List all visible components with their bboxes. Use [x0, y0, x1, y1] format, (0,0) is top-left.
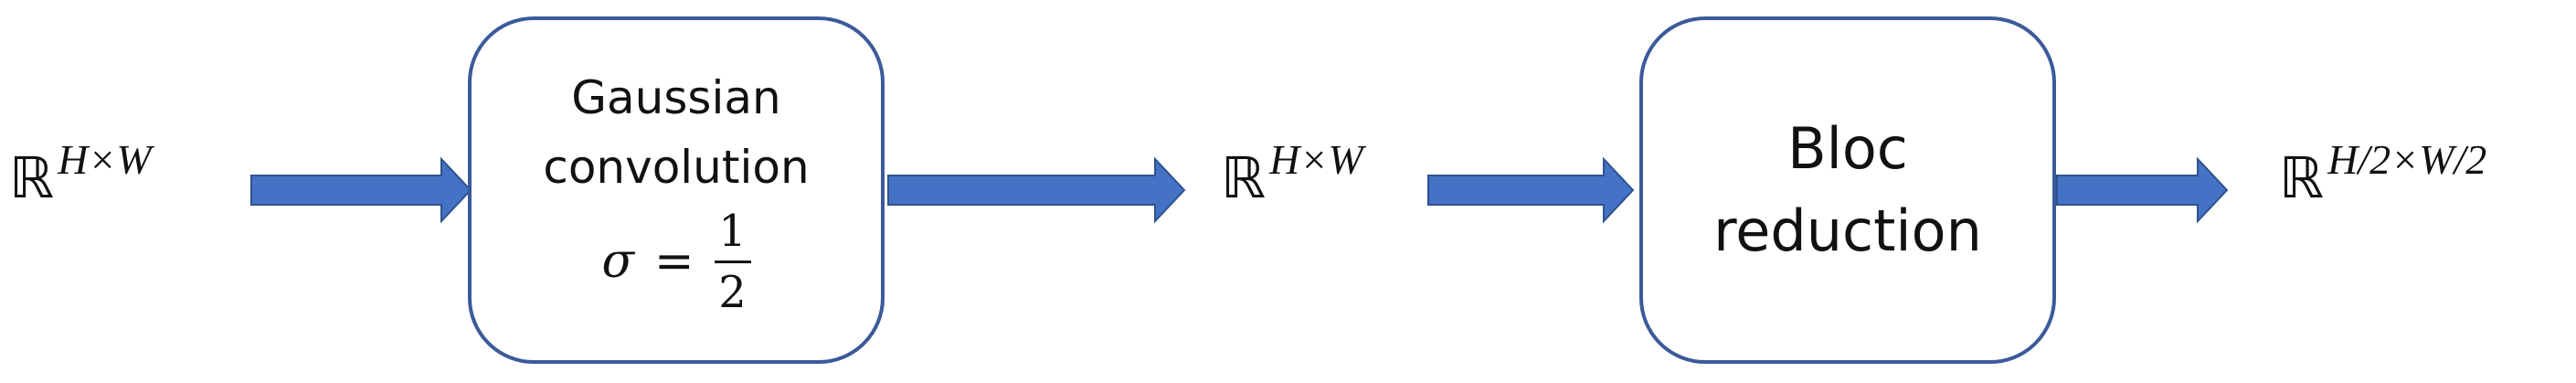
- arrow-middle-to-bloc: [1427, 156, 1635, 224]
- arrow-gaussian-to-middle: [887, 156, 1186, 224]
- bloc-reduction-box: Bloc reduction: [1639, 16, 2056, 364]
- input-label-base: ℝ: [9, 144, 55, 211]
- bloc-box-line2: reduction: [1713, 197, 1982, 264]
- arrow-input-to-gaussian: [250, 156, 472, 224]
- fraction-denominator: 2: [718, 266, 747, 318]
- output-label-exponent: H/2×W/2: [2327, 136, 2487, 183]
- output-label: ℝH/2×W/2: [2279, 135, 2486, 211]
- input-label: ℝH×W: [9, 135, 152, 211]
- gaussian-box-line2: convolution: [543, 140, 810, 194]
- fraction-bar: [714, 260, 751, 263]
- gaussian-convolution-box: Gaussian convolution σ = 1 2: [468, 16, 885, 364]
- middle-label-base: ℝ: [1221, 144, 1267, 211]
- gaussian-box-line1: Gaussian: [571, 70, 781, 124]
- output-label-base: ℝ: [2279, 144, 2325, 211]
- fraction: 1 2: [714, 205, 751, 318]
- middle-label-exponent: H×W: [1269, 136, 1363, 183]
- sigma-symbol: σ: [601, 234, 634, 289]
- middle-label: ℝH×W: [1221, 135, 1363, 211]
- bloc-box-line1: Bloc: [1787, 115, 1908, 182]
- sigma-equation: σ = 1 2: [601, 205, 751, 318]
- arrow-bloc-to-output: [2056, 156, 2229, 224]
- fraction-numerator: 1: [718, 205, 747, 257]
- input-label-exponent: H×W: [58, 136, 152, 183]
- equals-sign: =: [653, 234, 694, 289]
